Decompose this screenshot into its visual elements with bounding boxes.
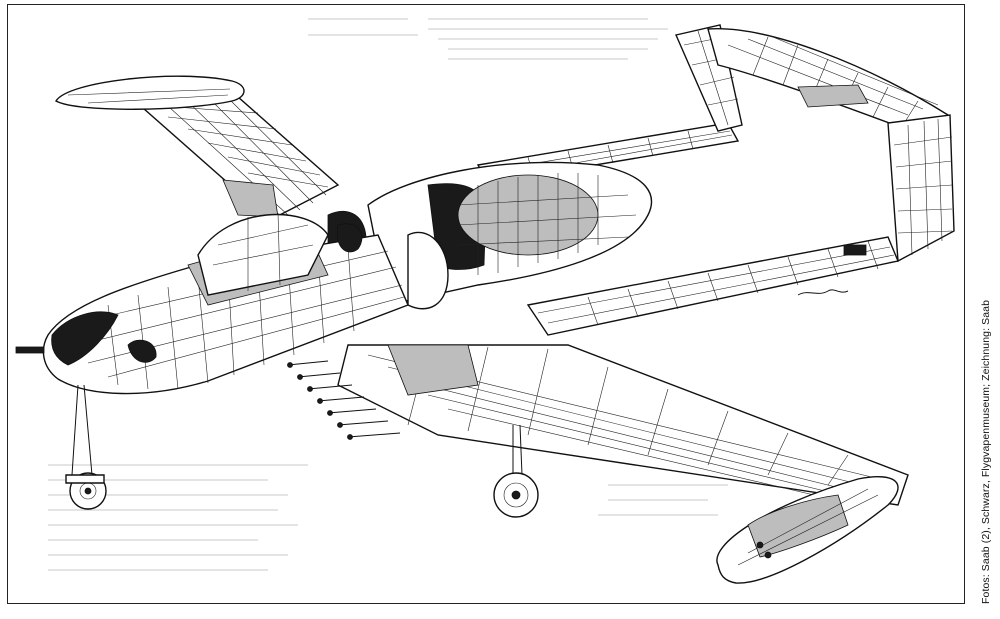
left-wingtip-tank [55,75,245,110]
right-wingtip-tank [716,476,899,584]
rocket-armament [287,360,401,440]
background-bleed-text [48,18,728,571]
right-wing [337,344,909,506]
main-landing-gear [493,424,539,518]
engine-pod [327,161,653,310]
left-wing [124,92,340,221]
tailplane [707,28,950,131]
cutaway-illustration-frame [7,4,965,604]
artist-signature [797,289,849,296]
left-fin [887,114,955,263]
aircraft-cutaway-drawing [15,18,955,584]
left-tail-boom [526,236,899,336]
fuselage [15,212,409,395]
photo-credit: Fotos: Saab (2), Schwarz, Flygvapenmuseu… [980,299,992,604]
nose-landing-gear [65,384,107,510]
